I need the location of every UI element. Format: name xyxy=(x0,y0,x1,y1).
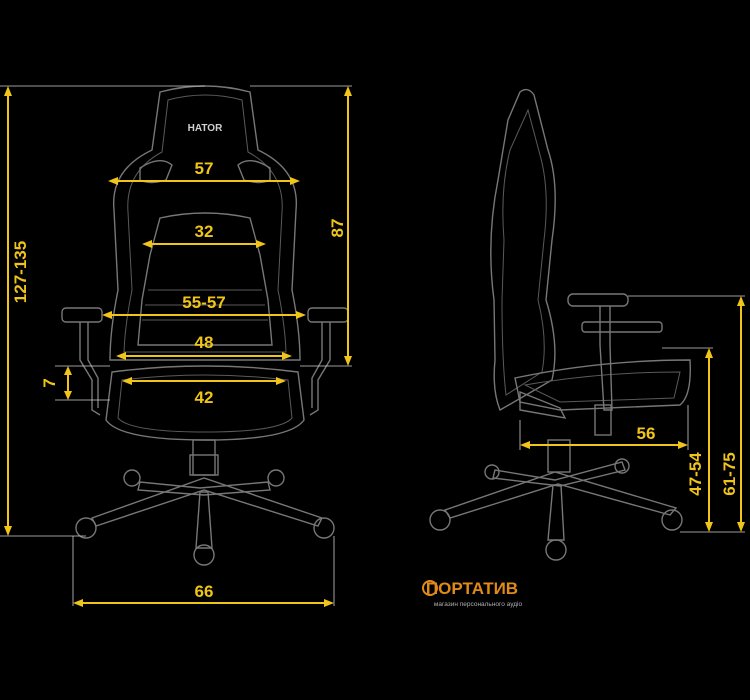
store-logo-tagline: магазин персонального аудіо xyxy=(434,600,523,608)
label-base-width: 66 xyxy=(195,582,214,601)
label-seat-depth: 56 xyxy=(637,424,656,443)
label-seat-height: 47-54 xyxy=(686,452,705,496)
side-dimension-lines xyxy=(520,296,745,532)
chair-brand-label: HATOR xyxy=(188,123,223,134)
side-view-chair xyxy=(429,88,691,561)
headphones-icon xyxy=(422,580,438,596)
label-armrest-height: 61-75 xyxy=(720,452,739,495)
label-overall-height: 127-135 xyxy=(11,241,30,303)
front-dimension-lines xyxy=(4,86,352,607)
front-view-chair: HATOR xyxy=(61,85,349,566)
extension-lines xyxy=(0,85,745,606)
label-shoulder-width: 55-57 xyxy=(182,293,225,312)
dimension-labels: 127-135 87 57 32 55-57 48 7 42 66 56 47-… xyxy=(11,159,739,601)
label-backrest-lower-width: 48 xyxy=(195,333,214,352)
label-backrest-height: 87 xyxy=(328,219,347,238)
label-seat-adjust: 7 xyxy=(40,378,59,387)
label-lumbar-width: 32 xyxy=(195,222,214,241)
label-seat-width: 42 xyxy=(195,388,214,407)
store-logo-name: ПОРТАТИВ xyxy=(426,579,518,598)
label-headrest-width: 57 xyxy=(195,159,214,178)
store-logo: ПОРТАТИВ магазин персонального аудіо xyxy=(422,579,523,608)
